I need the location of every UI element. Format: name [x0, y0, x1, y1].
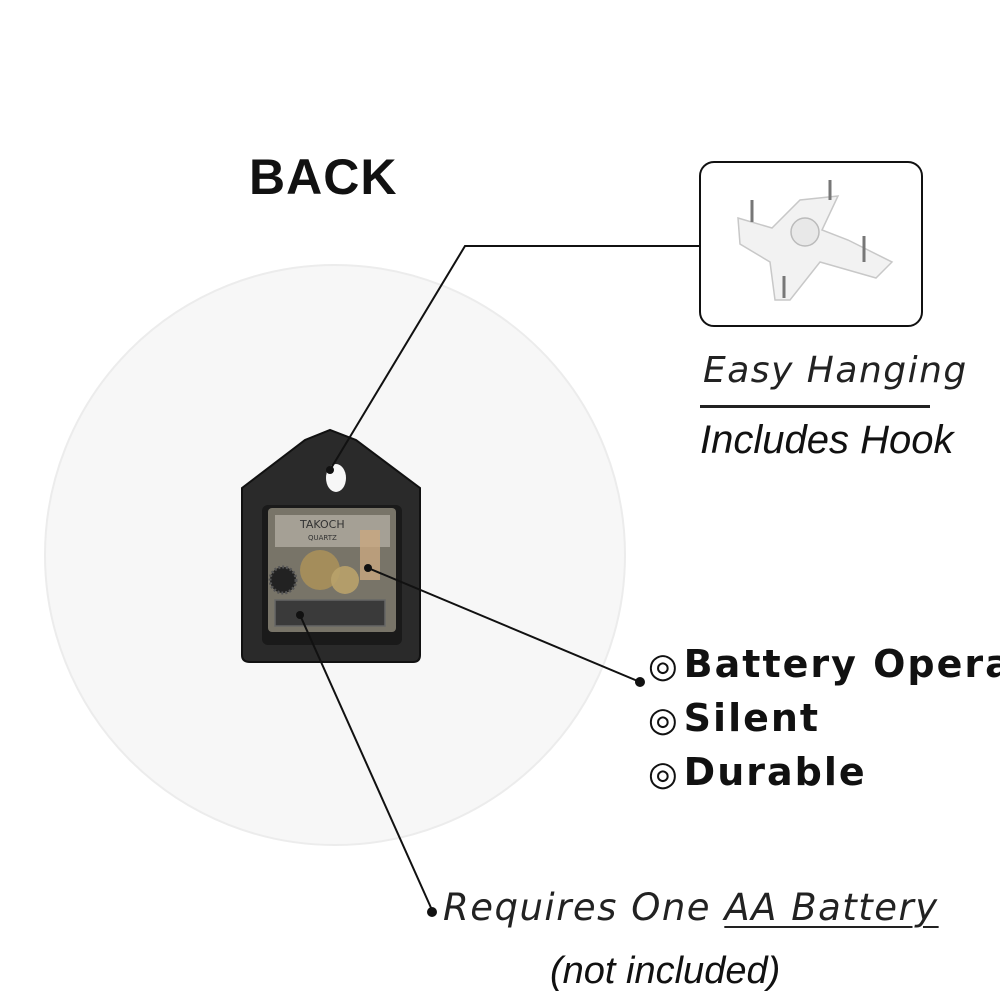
easy-hanging-caption: Easy Hanging [703, 350, 968, 391]
back-heading: BACK [249, 149, 398, 205]
battery-compartment [274, 599, 386, 627]
movement-sub: QUARTZ [308, 534, 337, 542]
not-included-note: (not included) [550, 950, 781, 992]
battery-requirement: Requires One AA Battery [443, 886, 939, 929]
feature-battery-operated: ◎Battery Opera [648, 642, 1000, 686]
time-set-dial [268, 565, 298, 595]
double-circle-icon: ◎ [648, 700, 680, 740]
includes-hook-caption: Includes Hook [700, 418, 954, 462]
double-circle-icon: ◎ [648, 646, 680, 686]
aa-battery-highlight: AA Battery [724, 886, 939, 929]
movement-gear [300, 550, 340, 590]
battery-note-prefix: Requires One [443, 886, 725, 929]
feature-label: Battery Opera [683, 642, 1000, 686]
double-circle-icon: ◎ [648, 754, 680, 794]
feature-label: Durable [683, 750, 867, 794]
feature-label: Silent [683, 696, 821, 740]
clock-movement-mount: TAKOCH QUARTZ [241, 428, 421, 663]
feature-silent: ◎Silent [648, 696, 820, 740]
caption-divider [700, 405, 930, 408]
battery-callout-line [299, 614, 433, 911]
movement-brand: TAKOCH [299, 518, 345, 531]
hook-callout-line [329, 245, 700, 471]
feature-durable: ◎Durable [648, 750, 867, 794]
movement-callout-line [367, 567, 641, 683]
wall-hook [737, 180, 894, 301]
